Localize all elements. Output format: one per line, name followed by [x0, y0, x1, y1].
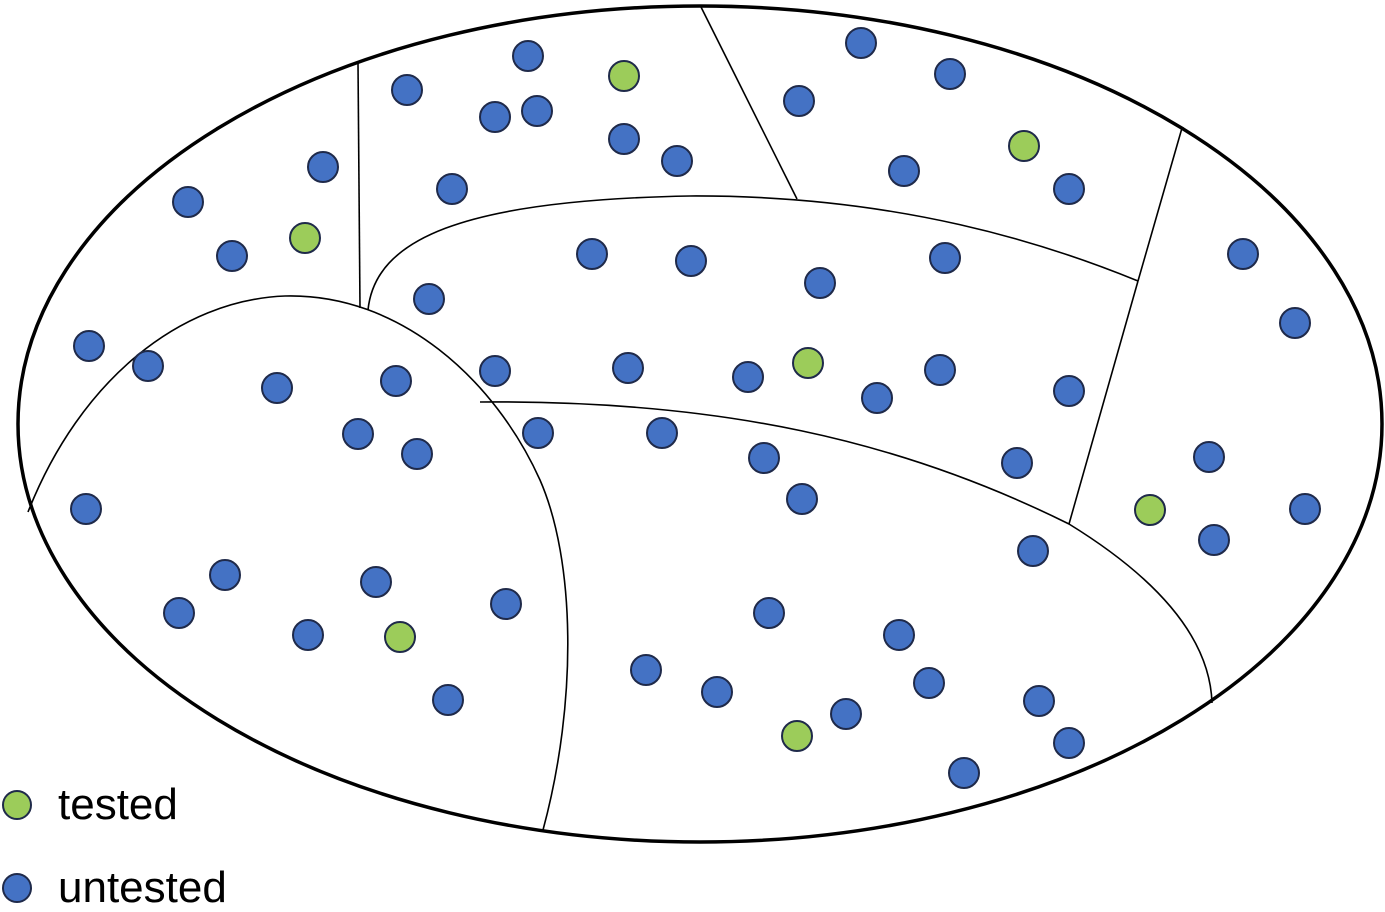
tested-dot [792, 347, 824, 379]
untested-dot [70, 493, 102, 525]
divider-top-left [357, 62, 361, 309]
untested-dot [830, 698, 862, 730]
untested-dot [701, 676, 733, 708]
center-band-right-line [1068, 280, 1139, 525]
untested-dot [888, 155, 920, 187]
untested-dot [342, 418, 374, 450]
untested-dot [1289, 493, 1321, 525]
untested-dot [391, 74, 423, 106]
untested-dot [929, 242, 961, 274]
legend-untested: untested [0, 866, 227, 910]
untested-dot [380, 365, 412, 397]
untested-dot [1279, 307, 1311, 339]
untested-dot [646, 417, 678, 449]
untested-dot [360, 566, 392, 598]
untested-dot [490, 588, 522, 620]
untested-dot [307, 151, 339, 183]
dots-layer [70, 27, 1321, 789]
untested-dot [675, 245, 707, 277]
untested-dot [436, 173, 468, 205]
untested-dot [934, 58, 966, 90]
tested-dot [289, 222, 321, 254]
untested-dot [261, 372, 293, 404]
divider-top-right [1137, 127, 1183, 282]
untested-dot [861, 382, 893, 414]
untested-dot [845, 27, 877, 59]
untested-dot [401, 438, 433, 470]
untested-dot [1193, 441, 1225, 473]
untested-dot [576, 238, 608, 270]
untested-dot [630, 654, 662, 686]
untested-dot [748, 442, 780, 474]
untested-dot [209, 559, 241, 591]
untested-dot [1227, 238, 1259, 270]
tested-dot [608, 60, 640, 92]
untested-dot [948, 757, 980, 789]
outer-ellipse [16, 4, 1384, 844]
untested-dot [786, 483, 818, 515]
untested-dot [479, 101, 511, 133]
untested-dot [753, 597, 785, 629]
untested-dot [522, 417, 554, 449]
untested-dot [732, 361, 764, 393]
tested-dot [781, 720, 813, 752]
untested-dot [132, 350, 164, 382]
untested-dot [1053, 375, 1085, 407]
untested-dot [804, 267, 836, 299]
untested-dot [608, 123, 640, 155]
legend-untested-dot [2, 873, 32, 903]
untested-dot [783, 85, 815, 117]
untested-dot [883, 619, 915, 651]
legend-tested: tested [0, 783, 178, 827]
legend-untested-label: untested [58, 863, 227, 912]
tested-dot [384, 621, 416, 653]
untested-dot [612, 352, 644, 384]
untested-dot [172, 186, 204, 218]
divider-top-middle [699, 4, 798, 200]
untested-dot [913, 667, 945, 699]
untested-dot [661, 145, 693, 177]
untested-dot [1023, 685, 1055, 717]
untested-dot [73, 330, 105, 362]
untested-dot [292, 619, 324, 651]
center-band-upper-curve [367, 195, 1139, 311]
untested-dot [432, 684, 464, 716]
untested-dot [1001, 447, 1033, 479]
bottom-band-upper-curve [479, 401, 1213, 704]
tested-dot [1008, 130, 1040, 162]
untested-dot [163, 597, 195, 629]
untested-dot [1053, 727, 1085, 759]
untested-dot [413, 283, 445, 315]
legend-tested-label: tested [58, 780, 178, 829]
untested-dot [512, 40, 544, 72]
untested-dot [216, 240, 248, 272]
untested-dot [1053, 173, 1085, 205]
untested-dot [1017, 535, 1049, 567]
untested-dot [521, 95, 553, 127]
legend-tested-dot [2, 790, 32, 820]
tested-dot [1134, 494, 1166, 526]
untested-dot [924, 354, 956, 386]
untested-dot [479, 355, 511, 387]
untested-dot [1198, 524, 1230, 556]
